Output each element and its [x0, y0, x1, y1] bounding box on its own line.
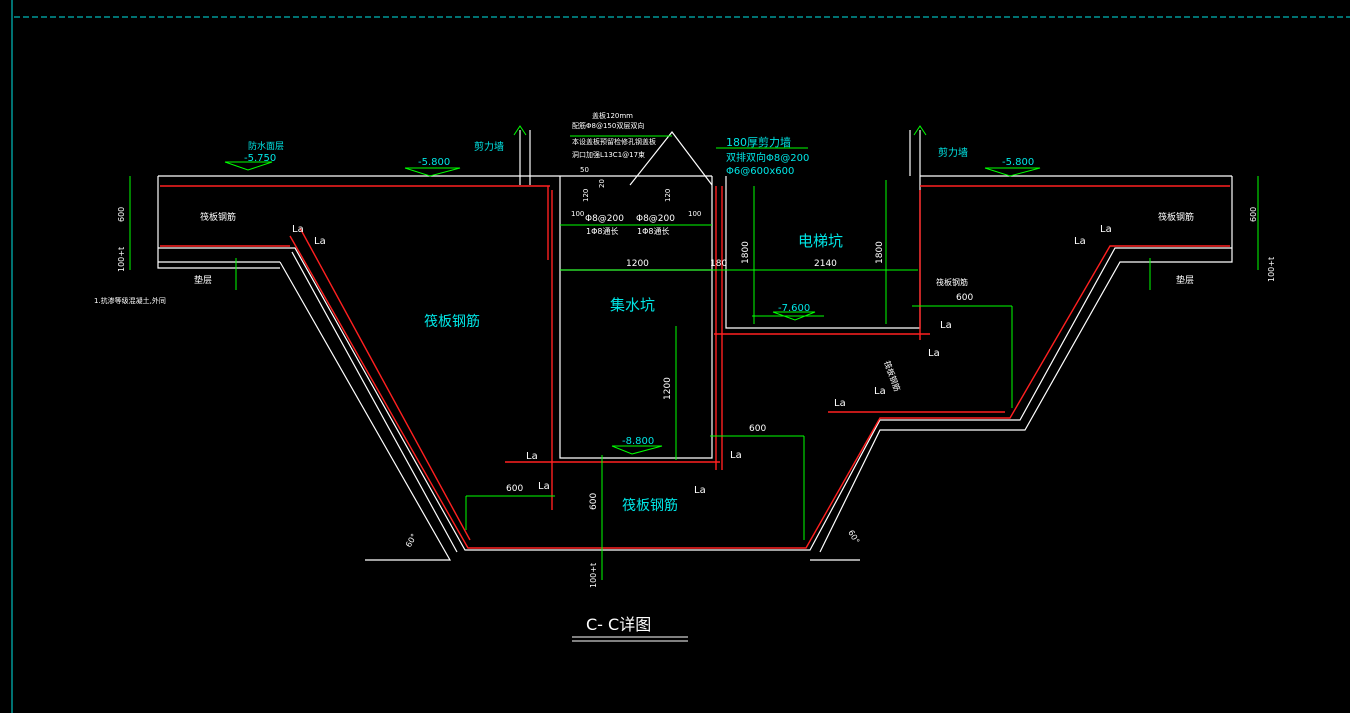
- la-label: La: [928, 348, 940, 359]
- label-wall-rebar-2: Φ6@600x600: [726, 166, 794, 177]
- dim-100t-bottom: 100+t: [589, 563, 598, 588]
- dim-600-left: 600: [117, 207, 126, 222]
- label-shear-wall-180: 180厚剪力墙: [726, 135, 791, 149]
- label-raft-rebar-right2: 筏板钢筋: [936, 277, 968, 287]
- label-sump: 集水坑: [610, 296, 655, 314]
- label-raft-rebar-right: 筏板钢筋: [1158, 211, 1194, 223]
- dim-50: 50: [580, 166, 589, 174]
- dim-100-a: 100: [571, 210, 584, 218]
- dimension-texts: 600 600 100+t 100+t 100+t 1200 180 1800 …: [117, 166, 1276, 588]
- angle-right: 60°: [846, 529, 861, 546]
- la-label: La: [538, 481, 550, 492]
- drawing-frame: [11, 0, 1350, 713]
- dimension-lines: [129, 125, 1259, 580]
- dim-1800-b: 1800: [875, 241, 885, 264]
- la-label: La: [730, 450, 742, 461]
- cover-note-4: 洞口加强L13C1@17束: [572, 150, 645, 159]
- rebar-tag-1b: 1Φ8通长: [586, 226, 618, 236]
- rebar-lines: [160, 185, 1230, 549]
- la-label: La: [292, 224, 304, 235]
- labels: 防水面层 -5.750 -5.800 -5.800 剪力墙 剪力墙 筏板钢筋 筏…: [94, 111, 1194, 514]
- elevation-7600: -7.600: [778, 303, 810, 314]
- label-raft-rebar-bottom: 筏板钢筋: [622, 497, 678, 514]
- label-elevator-pit: 电梯坑: [798, 232, 843, 250]
- rebar-tag-1a: Φ8@200: [585, 214, 624, 224]
- la-label: La: [940, 320, 952, 331]
- dim-120-b: 120: [664, 189, 672, 202]
- label-shear-wall-left: 剪力墙: [474, 140, 504, 153]
- dim-100-b: 100: [688, 210, 701, 218]
- dim-600-bottom-vert: 600: [589, 493, 599, 510]
- la-label: La: [694, 485, 706, 496]
- label-waterproof-layer: 防水面层: [248, 140, 284, 152]
- label-raft-rebar-left: 筏板钢筋: [200, 211, 236, 223]
- label-wall-rebar-1: 双排双向Φ8@200: [726, 151, 809, 164]
- anchorage-labels: La La La La La La La La La La La La: [292, 224, 1112, 496]
- dim-600-right: 600: [1249, 207, 1258, 222]
- dim-100t-right: 100+t: [1267, 257, 1276, 282]
- label-raft-rebar-main: 筏板钢筋: [424, 313, 480, 330]
- elevation-symbols: [224, 161, 1151, 455]
- label-cushion-left: 垫层: [194, 274, 212, 286]
- elevation-8800: -8.800: [622, 436, 654, 447]
- dim-600-elev: 600: [956, 293, 973, 303]
- drawing-title: C- C详图: [586, 615, 651, 634]
- la-label: La: [874, 386, 886, 397]
- dim-1200-depth: 1200: [663, 377, 673, 400]
- dim-20: 20: [598, 179, 606, 188]
- label-cushion-right: 垫层: [1176, 274, 1194, 286]
- la-label: La: [1100, 224, 1112, 235]
- drawing-title-group: C- C详图: [572, 615, 688, 642]
- concrete-outline: [157, 130, 1233, 561]
- la-label: La: [526, 451, 538, 462]
- la-label: La: [1074, 236, 1086, 247]
- note-waterproof: 1.抗渗等级混凝土,外同: [94, 296, 166, 305]
- dim-180: 180: [710, 259, 727, 269]
- elevation-5800-right: -5.800: [1002, 157, 1034, 168]
- la-label: La: [314, 236, 326, 247]
- dim-120-a: 120: [582, 189, 590, 202]
- dim-1200-width: 1200: [626, 259, 649, 269]
- cover-note-3: 本设盖板预留检修孔钢盖板: [572, 137, 656, 146]
- dim-600-sump-right: 600: [749, 424, 766, 434]
- la-label: La: [834, 398, 846, 409]
- label-shear-wall-right: 剪力墙: [938, 146, 968, 159]
- cover-note-2: 配筋Φ8@150双层双向: [572, 121, 644, 130]
- rebar-tag-2b: 1Φ8通长: [637, 226, 669, 236]
- cover-note-1: 盖板120mm: [592, 111, 633, 120]
- rebar-tag-2a: Φ8@200: [636, 214, 675, 224]
- dim-1800-a: 1800: [741, 241, 751, 264]
- dim-100t-left: 100+t: [117, 247, 126, 272]
- elevation-5800-left: -5.800: [418, 157, 450, 168]
- dim-2140: 2140: [814, 259, 837, 269]
- angle-left: 60°: [404, 532, 419, 549]
- dim-600-bottom-left: 600: [506, 484, 523, 494]
- elevation-5750: -5.750: [244, 153, 276, 164]
